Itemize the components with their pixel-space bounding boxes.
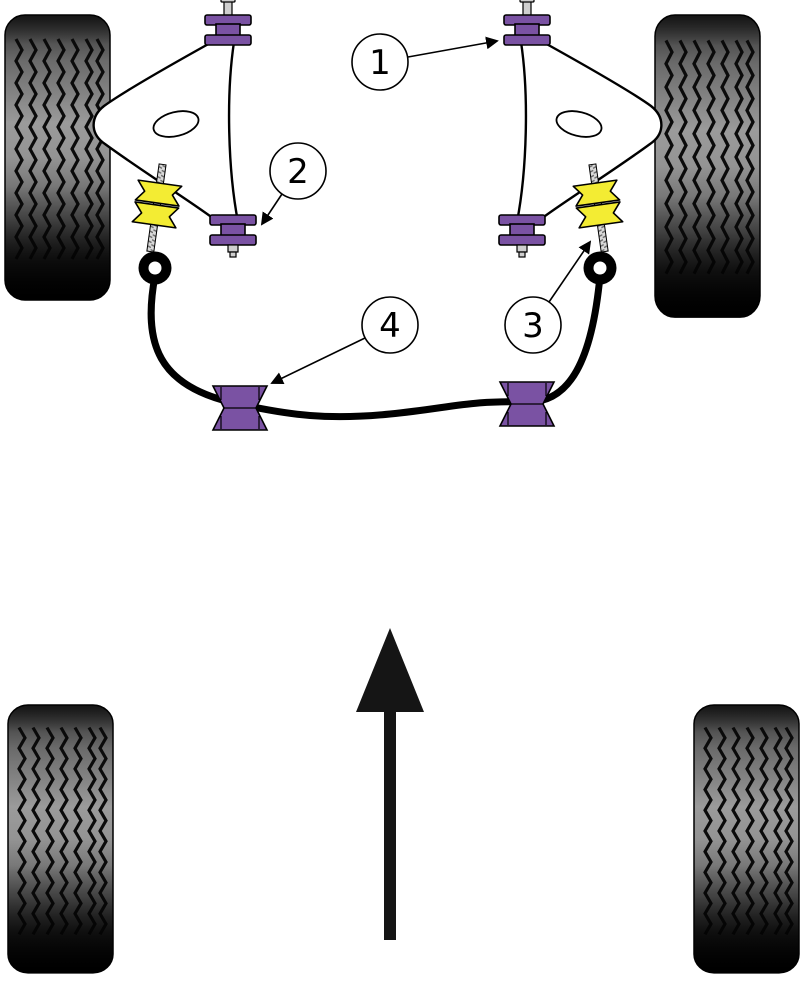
callout-1-circle (351, 33, 409, 91)
callout-1-label: 1 (369, 43, 391, 83)
front-right-tire (655, 15, 760, 317)
callout-4-label: 4 (379, 306, 401, 346)
callout-1-arrow (407, 36, 499, 58)
callout-4: 4 (270, 296, 419, 385)
callout-2-circle (269, 142, 327, 200)
rear-left-tire (8, 705, 113, 973)
upper-arm-bush (204, 0, 252, 46)
direction-arrow (356, 628, 424, 940)
ball-joint-eye (138, 251, 172, 285)
rear-right-tire (694, 705, 799, 973)
callout-3-arrow (548, 240, 592, 303)
front-left-tire (5, 15, 110, 300)
callout-2-arrow (260, 193, 283, 226)
tie-bar-bush-assembly (131, 163, 183, 253)
callout-2: 2 (260, 142, 327, 226)
anti-roll-bar (147, 272, 604, 421)
front-left-suspension (92, 0, 257, 285)
callout-3: 3 (504, 240, 592, 354)
bush-bolt-tip (229, 251, 237, 258)
callout-3-circle (504, 296, 562, 354)
wishbone-lightening-hole (152, 110, 200, 138)
bush-nut (227, 244, 239, 253)
callout-4-circle (361, 296, 419, 354)
front-right-suspension (499, 0, 661, 285)
callout-3-label: 3 (522, 306, 544, 346)
callout-1: 1 (351, 33, 499, 91)
callout-4-arrow (270, 337, 366, 385)
bush-bolt-head (220, 0, 236, 3)
callout-2-label: 2 (287, 152, 309, 192)
lower-arm-bush (209, 214, 257, 258)
